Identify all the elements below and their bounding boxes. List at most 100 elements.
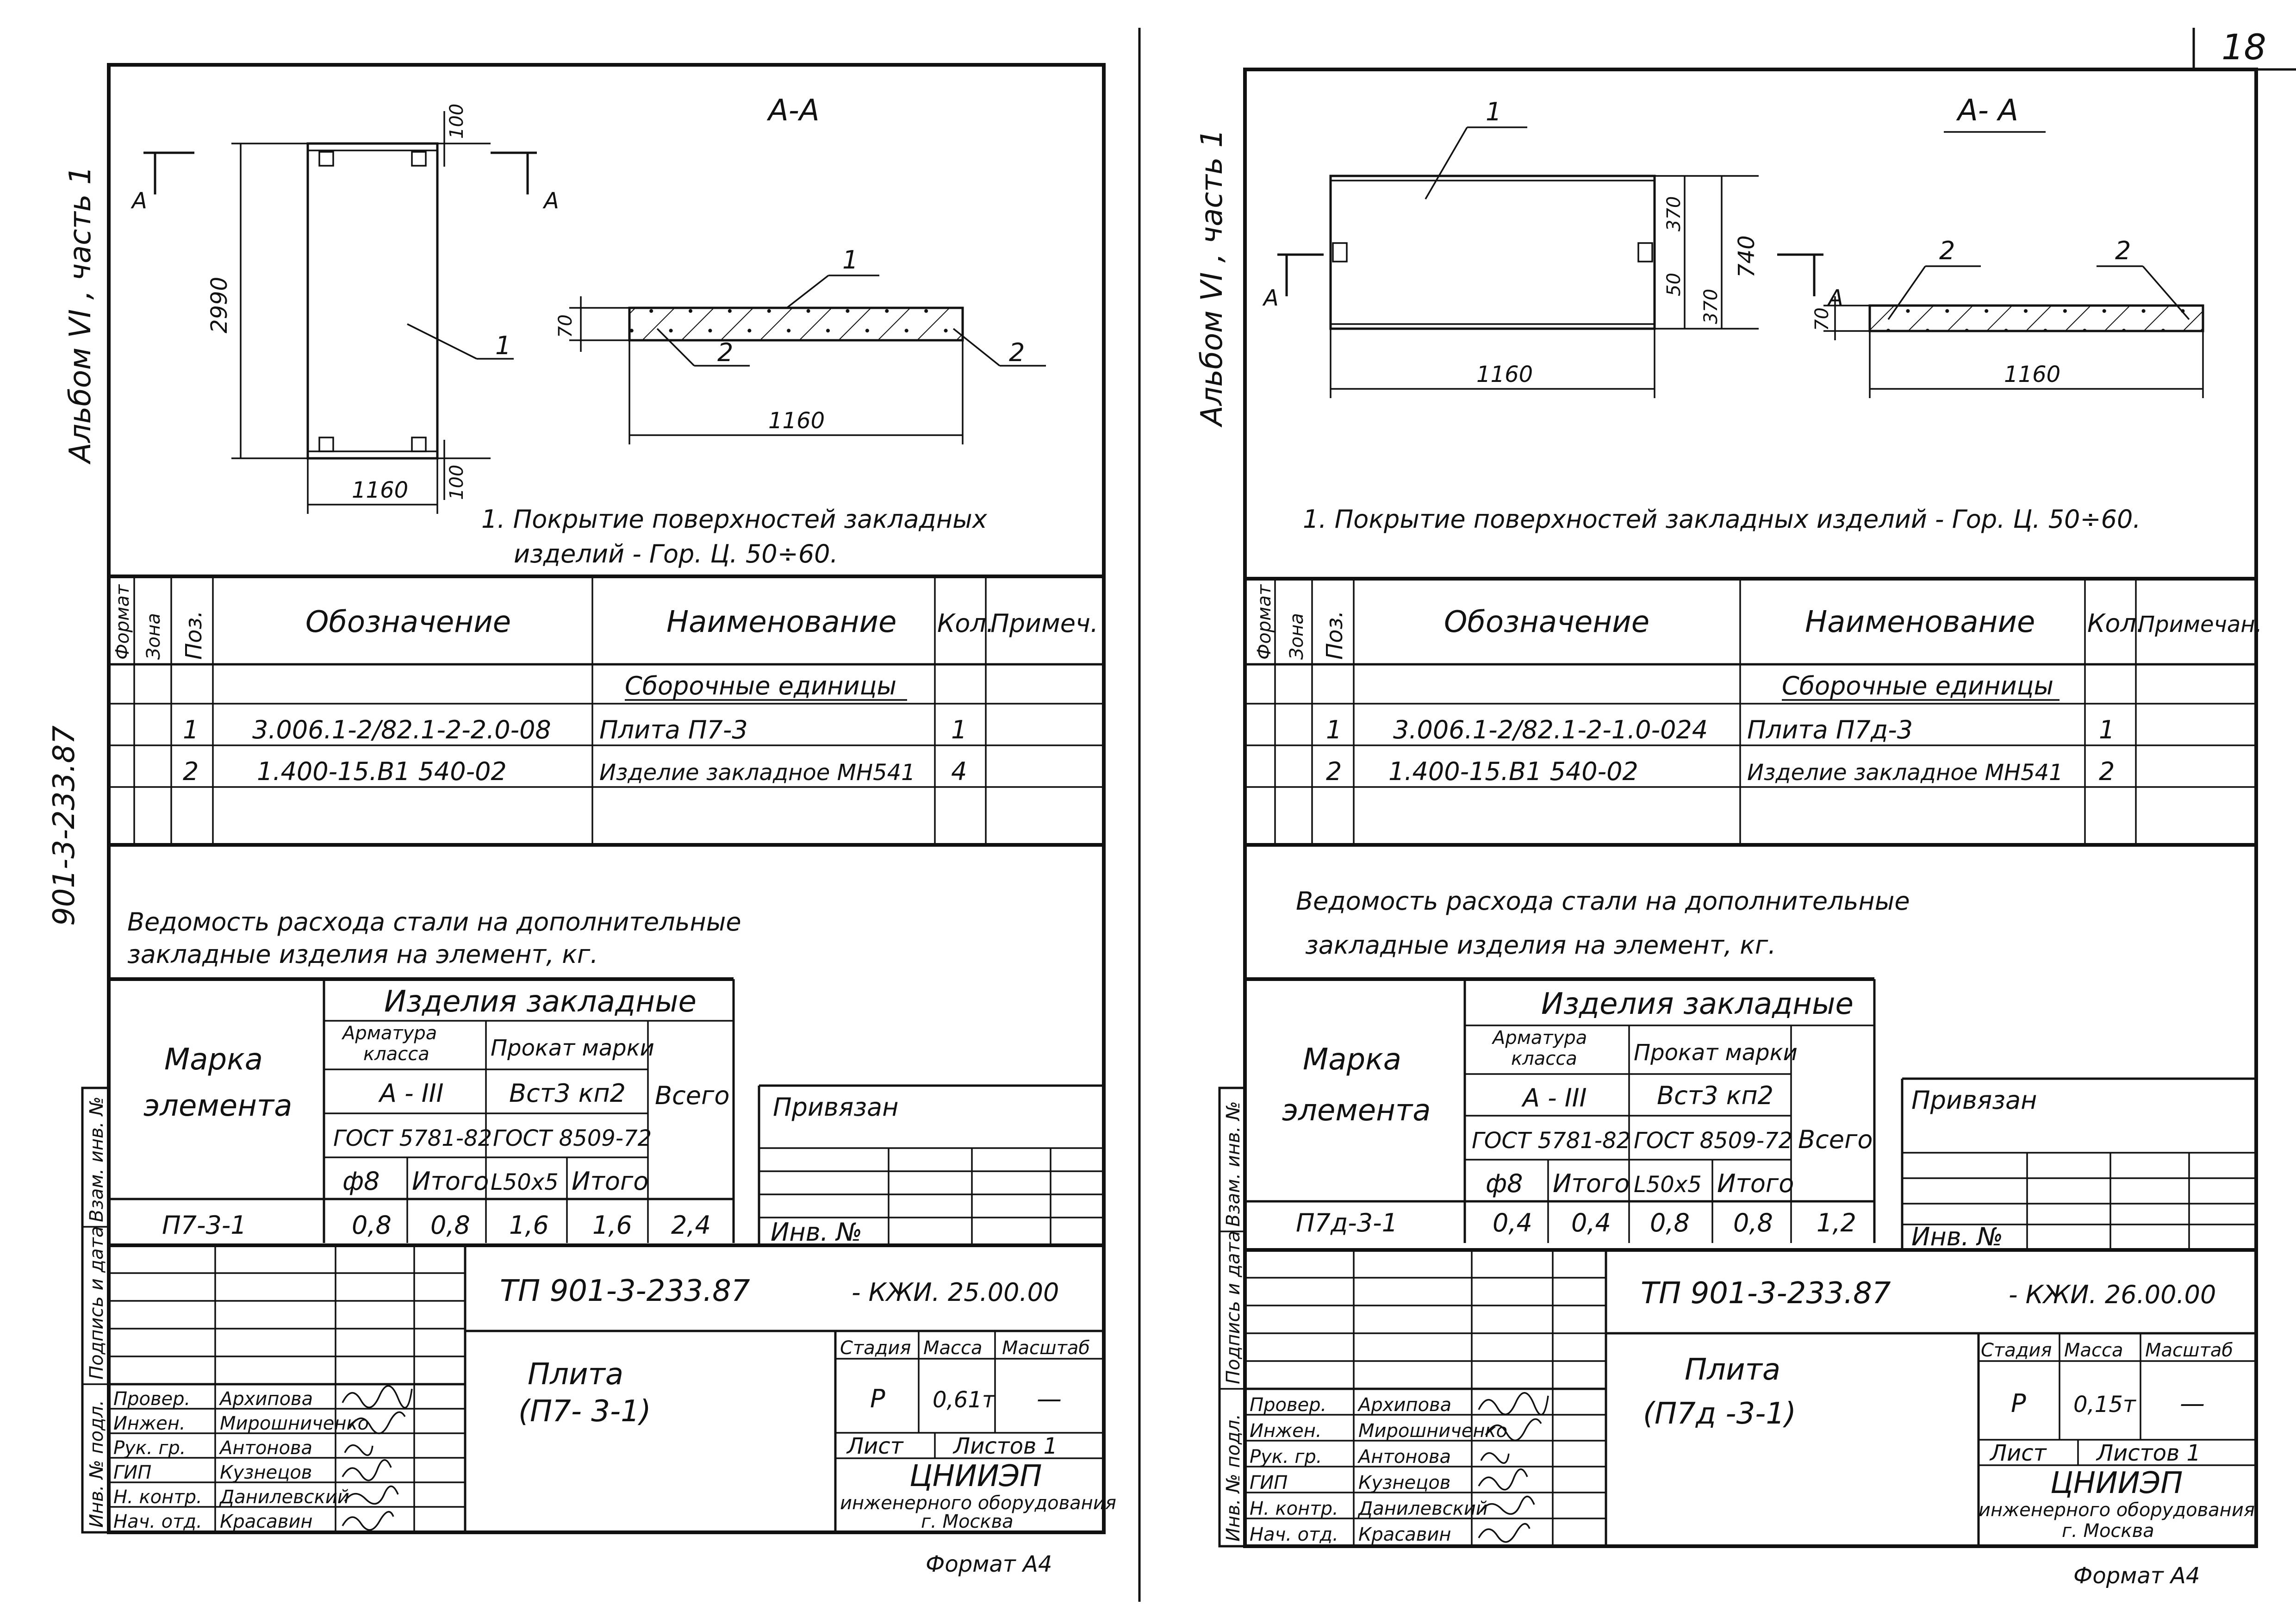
table-row: 2 1.400-15.В1 540-02 Изделие закладное М… [1326,757,2115,786]
svg-text:Кузнецов: Кузнецов [1358,1472,1450,1493]
svg-text:ГИП: ГИП [113,1462,151,1483]
svg-text:Всего: Всего [655,1081,729,1110]
svg-text:2: 2 [2115,236,2131,265]
svg-text:Антонова: Антонова [218,1437,312,1459]
dim-section-width: 1160 [768,408,825,434]
project-code: ТП 901-3-233.87 [1641,1276,1891,1311]
svg-text:Н. контр.: Н. контр. [113,1487,202,1508]
binding-block: Привязан Инв. № [1901,1077,2256,1251]
svg-text:ГОСТ 5781-82: ГОСТ 5781-82 [333,1125,492,1151]
svg-text:2,4: 2,4 [671,1211,711,1240]
section-title: А-А [766,94,820,128]
drawing-title: Плита [1685,1353,1780,1387]
svg-text:Кузнецов: Кузнецов [220,1462,312,1483]
svg-text:А: А [1262,285,1279,311]
sheet-left: Альбом VI , часть 1 901-3-233.87 2990 11… [47,63,1116,1577]
plate-plan-view: 2990 1160 100 100 А А 1 [131,104,559,514]
svg-text:0,8: 0,8 [1650,1208,1690,1237]
dim-thickness: 70 [555,314,576,338]
svg-text:Нач. отд.: Нач. отд. [113,1511,202,1532]
note-line-1: 1. Покрытие поверхностей закладных [481,505,988,534]
svg-text:4: 4 [951,757,967,786]
svg-text:Зона: Зона [1286,613,1307,660]
svg-text:Рук. гр.: Рук. гр. [1250,1446,1322,1468]
svg-text:П7-3-1: П7-3-1 [162,1211,247,1240]
dim-bottom: 100 [446,465,467,500]
svg-text:А - III: А - III [1521,1083,1587,1112]
svg-text:Изделие закладное МН541: Изделие закладное МН541 [599,760,915,786]
svg-text:370: 370 [1663,196,1685,231]
page-number: 18 [2221,26,2266,68]
svg-text:Инжен.: Инжен. [1250,1420,1322,1442]
svg-text:Красавин: Красавин [220,1511,313,1532]
svg-text:Вст3 кп2: Вст3 кп2 [1657,1081,1773,1110]
svg-text:Кол.: Кол. [2087,609,2144,638]
svg-text:А - III: А - III [378,1079,444,1108]
plate-plan-view: А- А 1160 50 370 370 740 А А [1262,94,2046,398]
table-row: 2 1.400-15.В1 540-02 Изделие закладное М… [183,757,967,786]
steel-title-1: Ведомость расхода стали на дополнительны… [127,907,741,937]
svg-text:2: 2 [1326,757,1342,786]
svg-text:Поз.: Поз. [181,611,207,660]
document-code: - КЖИ. 26.00.00 [2009,1280,2216,1309]
steel-title-2: закладные изделия на элемент, кг. [1305,931,1776,960]
spec-group: Сборочные единицы [625,671,896,700]
svg-text:Арматура: Арматура [341,1023,437,1044]
svg-text:г. Москва: г. Москва [921,1511,1014,1532]
svg-text:Итого: Итого [412,1167,489,1196]
svg-text:Плита П7-3: Плита П7-3 [599,715,748,744]
steel-table: Марка элемента Изделия закладные Арматур… [109,977,735,1243]
svg-text:Вст3 кп2: Вст3 кп2 [509,1079,626,1108]
album-label: Альбом VI , часть 1 [63,166,98,465]
steel-title-1: Ведомость расхода стали на дополнительны… [1296,887,1910,916]
side-stamp: Инв. № подл. Подпись и дата Взам. инв. № [1218,1087,1246,1548]
svg-text:инженерного оборудования: инженерного оборудования [1979,1499,2255,1521]
svg-text:Формат: Формат [1254,584,1275,660]
svg-text:Нач. отд.: Нач. отд. [1250,1524,1338,1545]
dim-height: 2990 [206,277,232,333]
svg-text:Мирошниченко: Мирошниченко [1358,1420,1507,1442]
note-line-1: 1. Покрытие поверхностей закладных издел… [1303,505,2141,534]
svg-text:2: 2 [2099,757,2115,786]
svg-text:Прокат марки: Прокат марки [1634,1040,1798,1066]
svg-text:Инв. №: Инв. № [771,1218,862,1247]
svg-text:1.400-15.В1 540-02: 1.400-15.В1 540-02 [1388,757,1638,786]
svg-text:Инв. № подл.: Инв. № подл. [86,1400,107,1528]
svg-text:(П7д -3-1): (П7д -3-1) [1643,1397,1796,1431]
svg-text:Изделия закладные: Изделия закладные [384,985,697,1019]
svg-text:Взам. инв. №: Взам. инв. № [1223,1101,1244,1227]
title-block: ТП 901-3-233.87 - КЖИ. 26.00.00 Плита (П… [1245,1248,2256,1546]
svg-text:Лист: Лист [846,1433,904,1459]
table-row: 1 3.006.1-2/82.1-2-2.0-08 Плита П7-3 1 [183,715,967,744]
svg-text:г. Москва: г. Москва [2062,1520,2154,1542]
steel-title-2: закладные изделия на элемент, кг. [127,940,598,969]
svg-text:2: 2 [183,757,199,786]
svg-text:Всего: Всего [1798,1125,1873,1154]
svg-text:Итого: Итого [1553,1169,1630,1198]
svg-text:А: А [542,188,559,214]
svg-text:Мирошниченко: Мирошниченко [220,1413,369,1434]
dim-width: 1160 [352,477,408,503]
svg-text:класса: класса [363,1043,429,1065]
svg-text:—: — [1037,1384,1062,1413]
svg-text:0,8: 0,8 [352,1211,392,1240]
table-row: П7д-3-1 0,4 0,4 0,8 0,8 1,2 [1296,1208,1856,1237]
svg-text:3.006.1-2/82.1-2-1.0-024: 3.006.1-2/82.1-2-1.0-024 [1393,715,1708,744]
section-a-a: А-А 70 1160 1 2 2 [555,94,1046,444]
svg-text:50: 50 [1663,273,1685,296]
svg-text:Данилевский: Данилевский [1357,1498,1488,1519]
people-list: Провер. Архипова Инжен. Мирошниченко Рук… [113,1388,369,1532]
svg-text:Привязан: Привязан [1911,1086,2037,1115]
binding-block: Привязан Инв. № [758,1084,1104,1247]
svg-text:1: 1 [2099,715,2115,744]
svg-text:Марка: Марка [1303,1043,1401,1077]
svg-text:Архипова: Архипова [1357,1394,1451,1416]
svg-text:1.400-15.В1 540-02: 1.400-15.В1 540-02 [257,757,507,786]
document-code: - КЖИ. 25.00.00 [852,1278,1059,1307]
svg-text:Масштаб: Масштаб [2145,1340,2233,1361]
svg-text:Итого: Итого [572,1167,648,1196]
section-title: А- А [1956,94,2018,128]
svg-text:0,4: 0,4 [1571,1208,1611,1237]
svg-text:0,15т: 0,15т [2073,1392,2137,1418]
